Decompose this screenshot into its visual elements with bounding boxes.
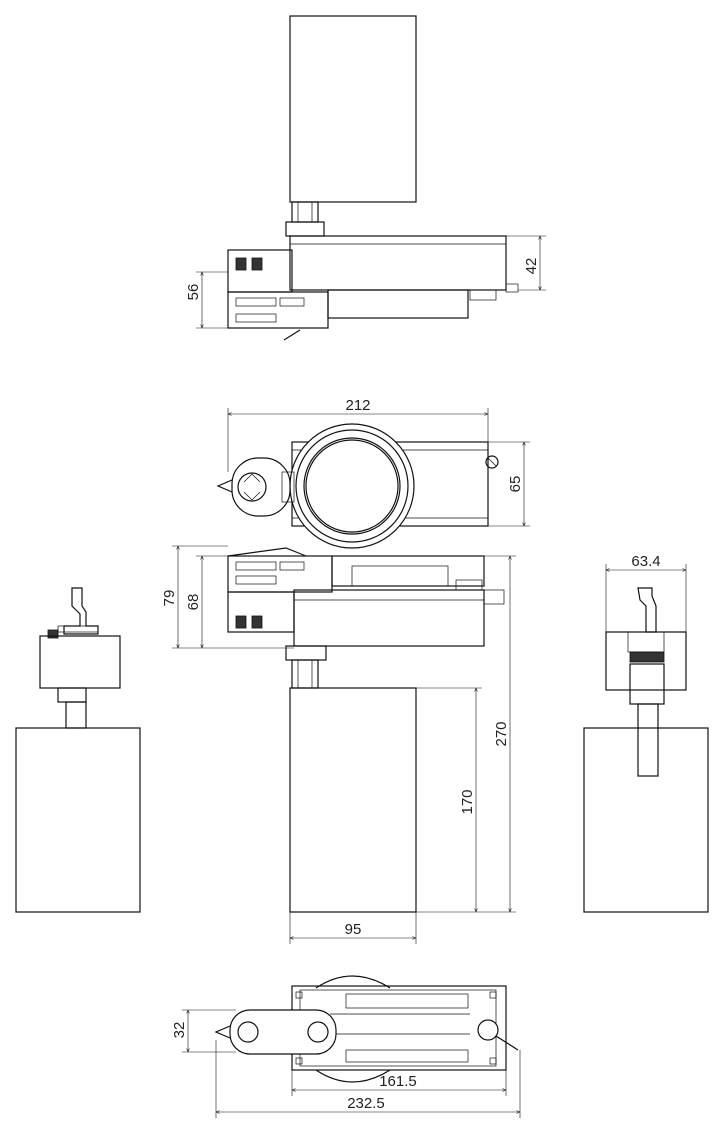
- dim-63-4-label: 63.4: [631, 553, 660, 570]
- bottom-view-adapter: [229, 1009, 337, 1055]
- front-view-head-body: [289, 687, 417, 913]
- dim-212-label: 212: [345, 397, 370, 414]
- bottom-view-head-edge-top: [315, 975, 391, 989]
- dim-42-label: 42: [523, 258, 540, 275]
- dim-232-5-label: 232.5: [347, 1095, 385, 1112]
- front-view-rail-clip: [227, 555, 333, 593]
- plan-view-head-outer: [289, 423, 415, 549]
- right-side-view-head-body: [583, 727, 709, 913]
- front-view-neck: [291, 659, 319, 689]
- dim-170-label: 170: [459, 789, 476, 814]
- dim-65-label: 65: [507, 476, 524, 493]
- left-side-view: [15, 587, 141, 913]
- dim-32-label: 32: [171, 1022, 188, 1039]
- top-view-adapter: [227, 249, 293, 293]
- bottom-view-lock-knob: [477, 1019, 499, 1041]
- top-view-rail-clip: [227, 291, 329, 329]
- plan-view-lock-knob: [485, 455, 499, 469]
- left-side-view-driver-box: [39, 635, 121, 689]
- front-view: 79 68 270 170 95: [161, 545, 516, 944]
- bottom-view: 32 161.5 232.5: [171, 975, 521, 1118]
- plan-view: 212 65: [216, 397, 530, 549]
- top-view-neck: [291, 201, 319, 223]
- front-view-driver-box: [293, 589, 485, 647]
- dim-161-5-label: 161.5: [379, 1073, 417, 1090]
- top-view: 42 56: [185, 15, 546, 341]
- right-side-view: 63.4: [583, 553, 709, 913]
- top-view-head-body: [289, 15, 417, 203]
- dim-270-label: 270: [493, 721, 510, 746]
- dim-56-label: 56: [185, 284, 202, 301]
- dim-79-label: 79: [161, 590, 178, 607]
- plan-view-adapter: [231, 457, 291, 517]
- dim-68-label: 68: [185, 594, 202, 611]
- dim-95-label: 95: [345, 921, 362, 938]
- left-side-view-head-body: [15, 727, 141, 913]
